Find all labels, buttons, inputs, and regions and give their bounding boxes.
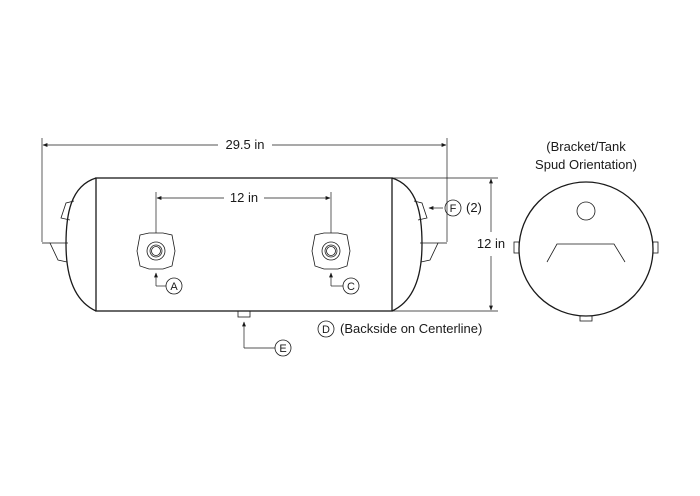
end-view-bottom-spud bbox=[579, 315, 593, 322]
spud-e-fitting bbox=[237, 310, 251, 318]
callout-c: C bbox=[329, 272, 360, 295]
callout-e-letter: E bbox=[279, 343, 286, 355]
end-view-right-spud bbox=[652, 241, 659, 254]
left-end-cap bbox=[65, 177, 97, 312]
overall-length-dimension: 29.5 in bbox=[41, 137, 448, 242]
callout-a: A bbox=[154, 272, 183, 295]
callout-d-note: (Backside on Centerline) bbox=[340, 321, 482, 336]
left-lower-bracket bbox=[49, 242, 68, 263]
port-a-boss bbox=[136, 232, 176, 270]
callout-a-letter: A bbox=[170, 281, 178, 293]
diameter-dimension: 12 in bbox=[392, 177, 505, 312]
end-view-port bbox=[576, 201, 596, 221]
port-a bbox=[136, 232, 176, 270]
port-spacing-dimension: 12 in bbox=[155, 190, 332, 233]
tank-end-view: (Bracket/Tank Spud Orientation) bbox=[513, 139, 659, 322]
callout-d: D (Backside on Centerline) bbox=[317, 320, 482, 338]
overall-length-label: 29.5 in bbox=[225, 137, 264, 152]
callout-f-note: (2) bbox=[466, 200, 482, 215]
diameter-label: 12 in bbox=[477, 236, 505, 251]
end-view-caption-line2: Spud Orientation) bbox=[535, 157, 637, 172]
port-spacing-label: 12 in bbox=[230, 190, 258, 205]
end-view-bracket bbox=[546, 243, 626, 263]
right-lower-bracket bbox=[420, 242, 439, 263]
end-view-left-spud bbox=[513, 241, 520, 254]
left-upper-bracket bbox=[60, 200, 75, 221]
callout-f: F (2) bbox=[428, 199, 482, 217]
callout-f-letter: F bbox=[450, 203, 457, 215]
tank-side-view bbox=[42, 177, 447, 312]
spud-e bbox=[237, 310, 251, 318]
callout-d-letter: D bbox=[322, 324, 330, 336]
callout-c-letter: C bbox=[347, 281, 355, 293]
port-c bbox=[311, 232, 351, 270]
right-end-cap bbox=[391, 177, 423, 312]
right-upper-bracket bbox=[413, 200, 428, 221]
callout-e: E bbox=[242, 321, 292, 357]
port-c-boss bbox=[311, 232, 351, 270]
end-view-caption-line1: (Bracket/Tank bbox=[546, 139, 626, 154]
